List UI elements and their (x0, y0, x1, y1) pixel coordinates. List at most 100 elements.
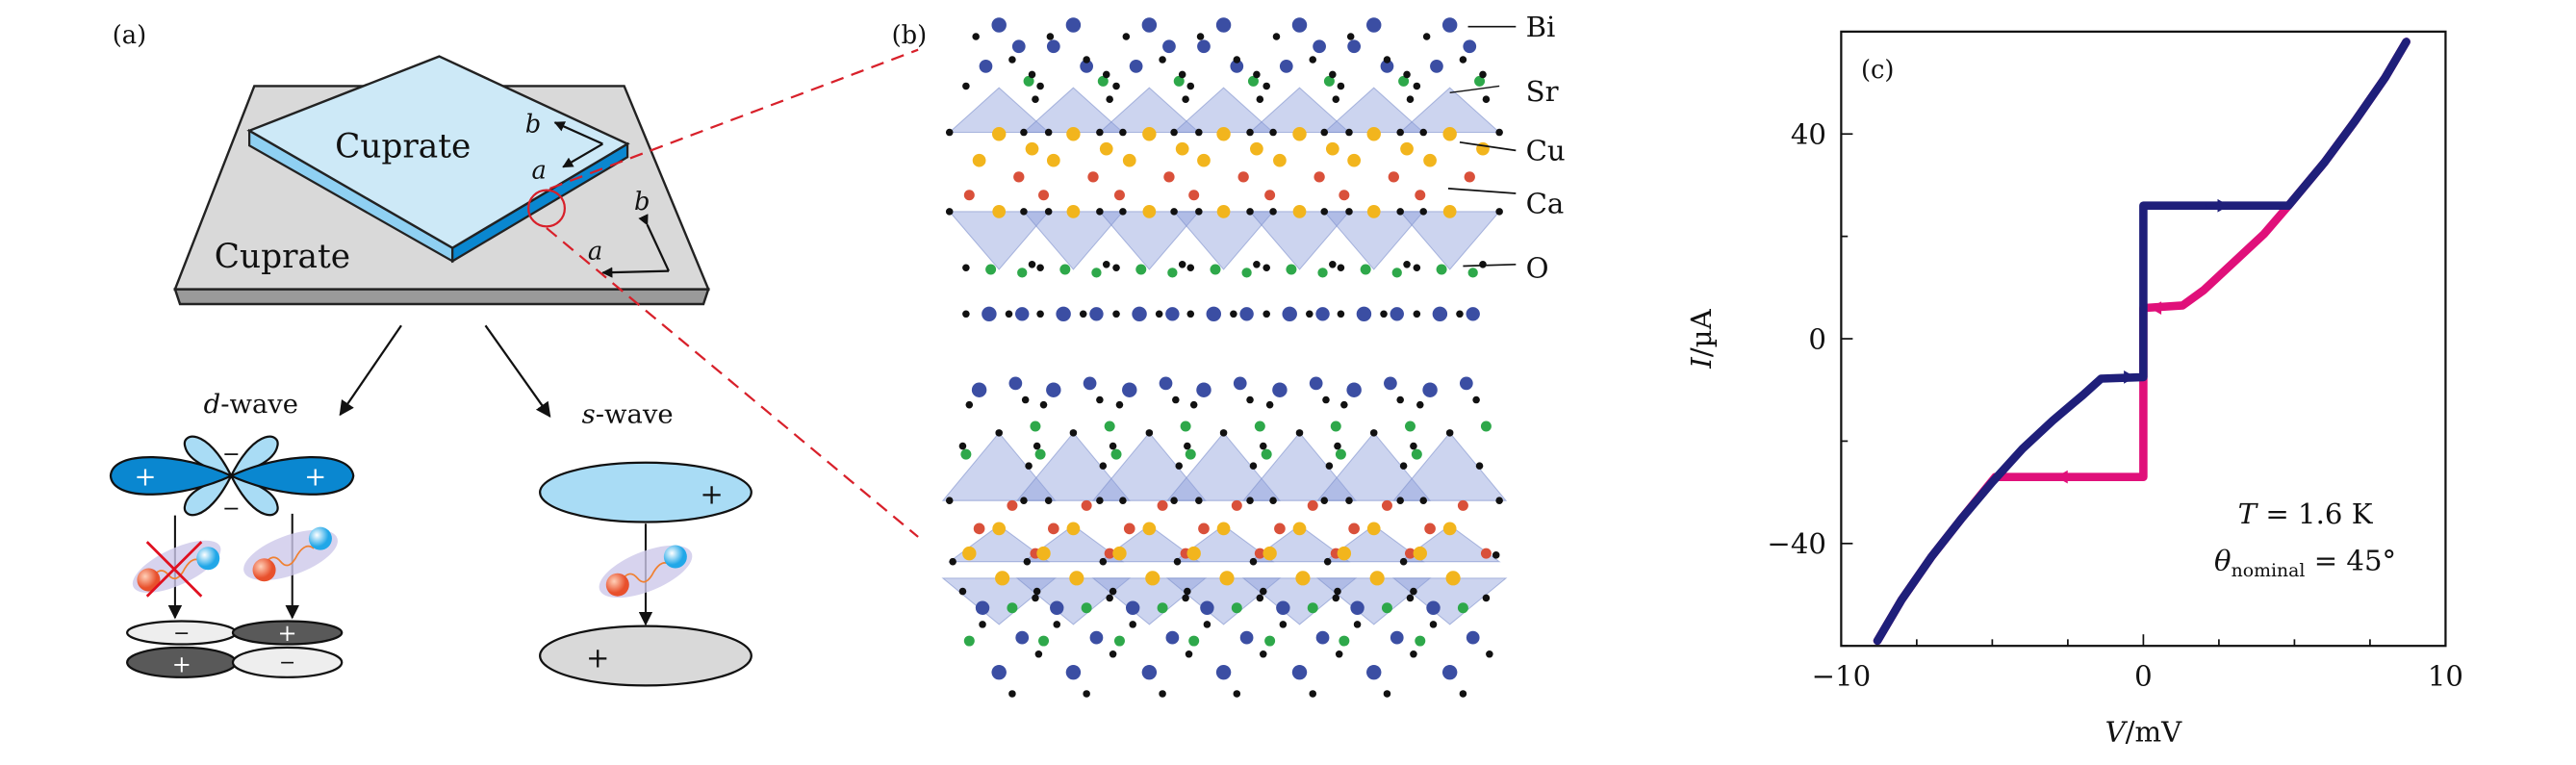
atom-bi (1122, 382, 1137, 397)
atom-bi (1313, 39, 1326, 54)
atom-ca (1254, 548, 1265, 559)
atom-o (1028, 261, 1036, 268)
atom-o (1259, 442, 1267, 450)
top-crystal-label: Cuprate (335, 127, 471, 166)
atom-o (1265, 400, 1274, 409)
atom-o (1175, 462, 1184, 470)
atom-bi (1089, 307, 1104, 321)
atom-o (1396, 395, 1404, 404)
atom-o (1184, 442, 1191, 450)
atom-sr (1157, 602, 1168, 614)
atom-cu (1036, 546, 1051, 561)
atom-o (1445, 429, 1454, 437)
atom-o (1109, 587, 1117, 596)
atom-o (1253, 261, 1261, 268)
temperature-annotation: T = 1.6 K (2238, 497, 2374, 530)
atom-o (1380, 310, 1388, 319)
atom-o (1492, 551, 1500, 559)
atom-o (1396, 497, 1404, 504)
atom-o (1406, 95, 1415, 103)
atom-bi (1200, 600, 1214, 615)
atom-o (1159, 56, 1166, 64)
atom-o (962, 310, 970, 319)
atom-sr (1210, 264, 1221, 275)
atom-o (962, 82, 970, 90)
atom-o (1335, 650, 1343, 658)
atom-o (1096, 497, 1104, 504)
atom-o (995, 429, 1003, 437)
atom-o (958, 587, 967, 596)
atom-bi (1206, 306, 1222, 322)
atom-o (1020, 128, 1028, 137)
atom-bi (991, 17, 1007, 33)
atom-bi (1015, 630, 1030, 645)
atom-bi (1239, 307, 1254, 321)
atom-ca (1013, 171, 1025, 183)
legend-sr: Sr (1526, 75, 1559, 108)
atom-cu (1366, 522, 1381, 536)
zoom-dashed-line-top (549, 48, 919, 190)
atom-bi (1366, 664, 1382, 680)
atom-cu (991, 127, 1007, 141)
legend: Bi Sr Cu Ca O (1447, 11, 1566, 285)
atom-ca (1404, 548, 1416, 559)
atom-cu (1066, 522, 1081, 536)
atom-bi (1315, 630, 1330, 645)
x-tick-label: 0 (2134, 659, 2153, 692)
atom-bi (1159, 376, 1173, 391)
atom-o (1028, 70, 1036, 79)
atom-bi (1366, 17, 1382, 33)
atom-o (1083, 56, 1090, 64)
atom-cu (1442, 522, 1457, 536)
atom-ca (1163, 171, 1175, 183)
atom-bi (1239, 630, 1254, 645)
atom-o (1178, 70, 1186, 79)
atom-cu (1186, 546, 1201, 561)
atom-o (1173, 557, 1182, 566)
top-axis-a-label: a (532, 157, 547, 186)
atom-sr (1135, 264, 1147, 275)
atom-o (1195, 208, 1203, 216)
atom-o (1279, 621, 1288, 628)
d-wave-minus-bottom: − (222, 497, 241, 522)
atom-o (1021, 395, 1030, 404)
atom-o (1036, 82, 1044, 90)
atom-o (1196, 33, 1205, 40)
atom-o (1182, 594, 1189, 602)
atom-bi (1276, 600, 1290, 615)
d-wave-label: d-wave (204, 390, 298, 420)
atom-bi (1165, 307, 1180, 321)
atom-o (1096, 395, 1104, 404)
d-wave-plus-left: + (135, 463, 157, 493)
atom-ca (1424, 523, 1436, 535)
atom-bi (1215, 17, 1232, 33)
atom-o (1230, 310, 1237, 319)
atom-o (1109, 650, 1117, 658)
atom-o (972, 33, 980, 40)
plot-frame (1840, 30, 2447, 648)
atom-o (1102, 261, 1110, 268)
legend-ca: Ca (1526, 188, 1565, 220)
atom-ca (1188, 190, 1200, 201)
atom-cu (1175, 141, 1189, 156)
atom-o (1495, 497, 1503, 504)
atom-o (1044, 497, 1053, 504)
atom-o (1475, 462, 1484, 470)
x-axis-label: V/mV (2105, 716, 2183, 749)
atom-cu (1250, 141, 1263, 156)
atom-bi (1165, 630, 1180, 645)
atom-o (1332, 594, 1340, 602)
atom-o (945, 497, 954, 504)
atom-o (1036, 310, 1044, 319)
atom-sr (1480, 421, 1492, 432)
arrow-to-d-wave (339, 324, 402, 417)
atom-cu (1112, 546, 1127, 561)
atom-bi (1125, 600, 1140, 615)
atom-o (1322, 395, 1330, 404)
atom-o (1023, 557, 1032, 566)
atom-cu (1369, 571, 1385, 586)
atom-o (1479, 261, 1487, 268)
atom-cu (1337, 546, 1352, 561)
atom-bi (1050, 600, 1064, 615)
atom-o (1112, 264, 1120, 272)
